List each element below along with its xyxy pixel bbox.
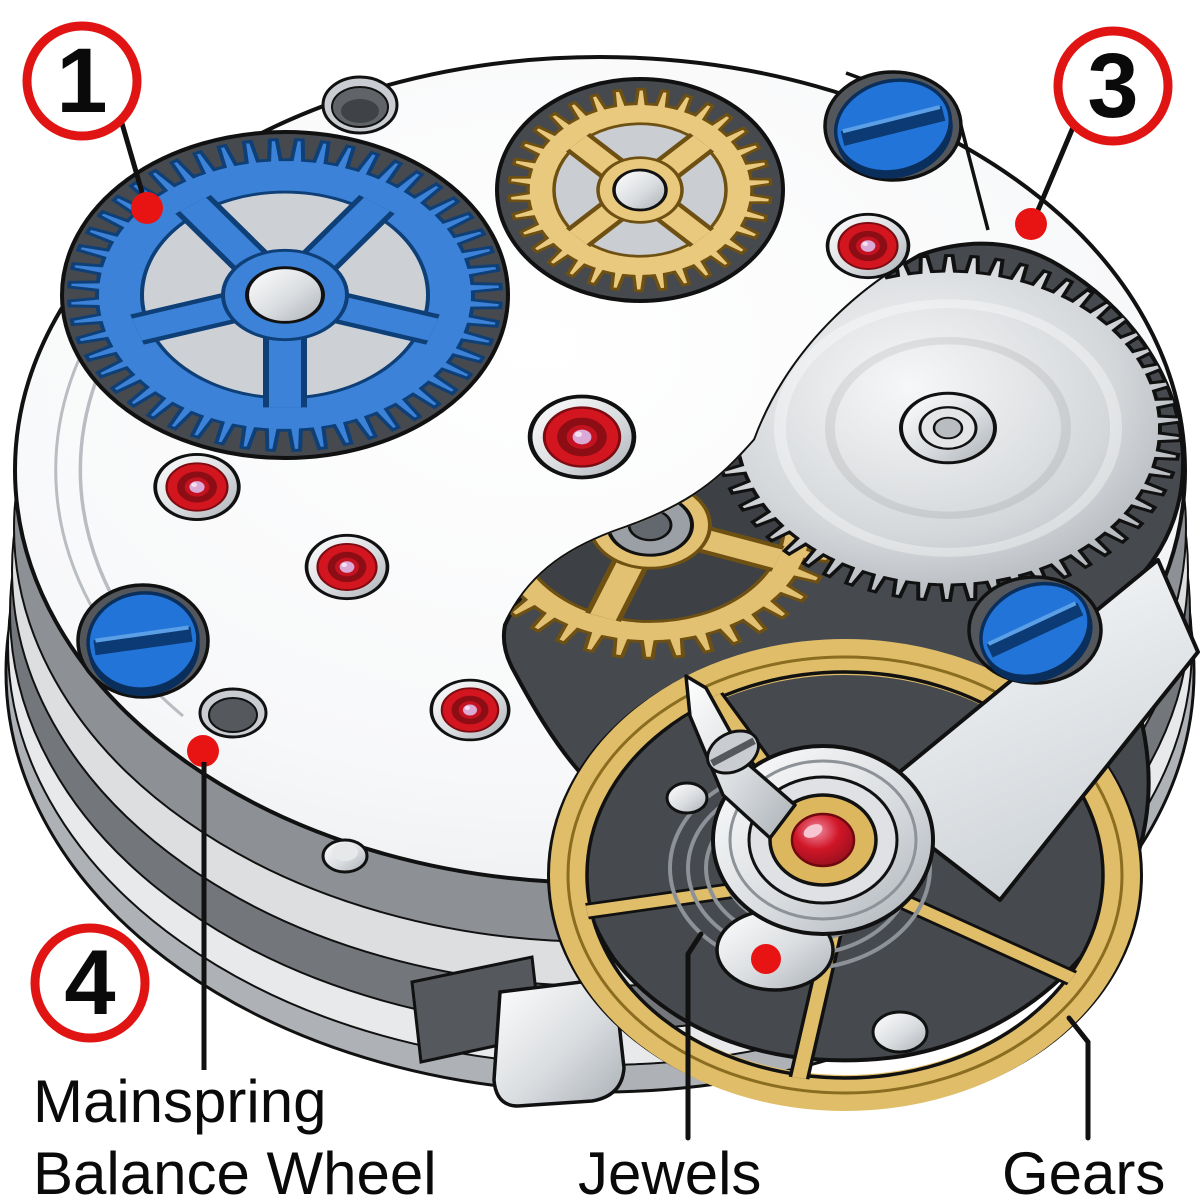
steel-gear: [712, 254, 1184, 602]
callout-3-leader-line: [1030, 122, 1077, 225]
screw-blue-right: [967, 575, 1103, 685]
case-pin: [321, 838, 369, 874]
callout-1-leader-line: [118, 117, 149, 209]
top-gold-gear: [507, 87, 773, 293]
label-gears-group: Gears: [1002, 1015, 1165, 1200]
ruby-jewel-3: [527, 394, 637, 480]
screw-blue-top: [823, 70, 963, 182]
screw-slot: [93, 626, 193, 656]
screw-slot: [986, 602, 1084, 658]
hairspring-stud: [665, 781, 709, 815]
callout-4: 4: [30, 923, 150, 1043]
callout-3-dot: [1015, 208, 1047, 240]
screw-slot: [840, 106, 946, 146]
label-balance-wheel: Balance Wheel: [33, 1140, 437, 1200]
case-foot-block: [492, 976, 626, 1108]
balance-cock-arm: [866, 558, 1200, 902]
callout-3-circle: [1053, 26, 1173, 146]
callout-1: 1: [22, 21, 163, 224]
jewels-leader-line: [685, 931, 704, 1141]
callout-4-number: 4: [64, 932, 115, 1034]
plate-hole-left: [198, 687, 268, 739]
callout-1-number: 1: [56, 30, 107, 132]
steel-gear-sheen: [774, 299, 1122, 557]
callout-3-number: 3: [1087, 35, 1138, 137]
ruby-jewel-1: [153, 452, 241, 522]
balance-bridge-ring: [728, 759, 918, 921]
blue-gear-axle-cap: [245, 266, 325, 324]
label-mainspring-group: Mainspring: [33, 735, 326, 1135]
ruby-jewel-4: [429, 678, 511, 742]
steel-gear-arbor-post: [932, 416, 964, 440]
balance-jewel-highlight: [803, 824, 823, 838]
plate-hole-top: [321, 75, 399, 135]
rear-pin: [871, 1010, 929, 1054]
steel-gear-sheen-dark: [825, 336, 1071, 520]
balance-rim-inner-edge: [585, 670, 1105, 1080]
callout-4-circle: [30, 923, 150, 1043]
callout-1-circle: [22, 21, 142, 141]
mainspring-dot: [187, 735, 219, 767]
regulator-screw: [706, 729, 760, 775]
ruby-jewel-2: [304, 533, 390, 601]
balance-jewel-ruby: [790, 812, 856, 868]
ruby-jewel-5: [825, 212, 911, 280]
balance-rim-mid-line: [566, 655, 1124, 1095]
label-jewels-group: Jewels: [578, 931, 761, 1200]
screw-blue-left: [76, 583, 210, 699]
top-gold-gear-axle-cap: [612, 168, 668, 212]
callout-1-dot: [131, 192, 163, 224]
balance-wheel-assembly: [547, 558, 1200, 1111]
label-mainspring: Mainspring: [33, 1068, 326, 1135]
gears-leader-line: [1066, 1015, 1091, 1141]
blue-gear: [67, 138, 503, 452]
balance-marker-dot: [751, 944, 781, 974]
callout-3: 3: [1015, 26, 1173, 240]
label-jewels: Jewels: [578, 1140, 761, 1200]
label-gears: Gears: [1002, 1140, 1165, 1200]
